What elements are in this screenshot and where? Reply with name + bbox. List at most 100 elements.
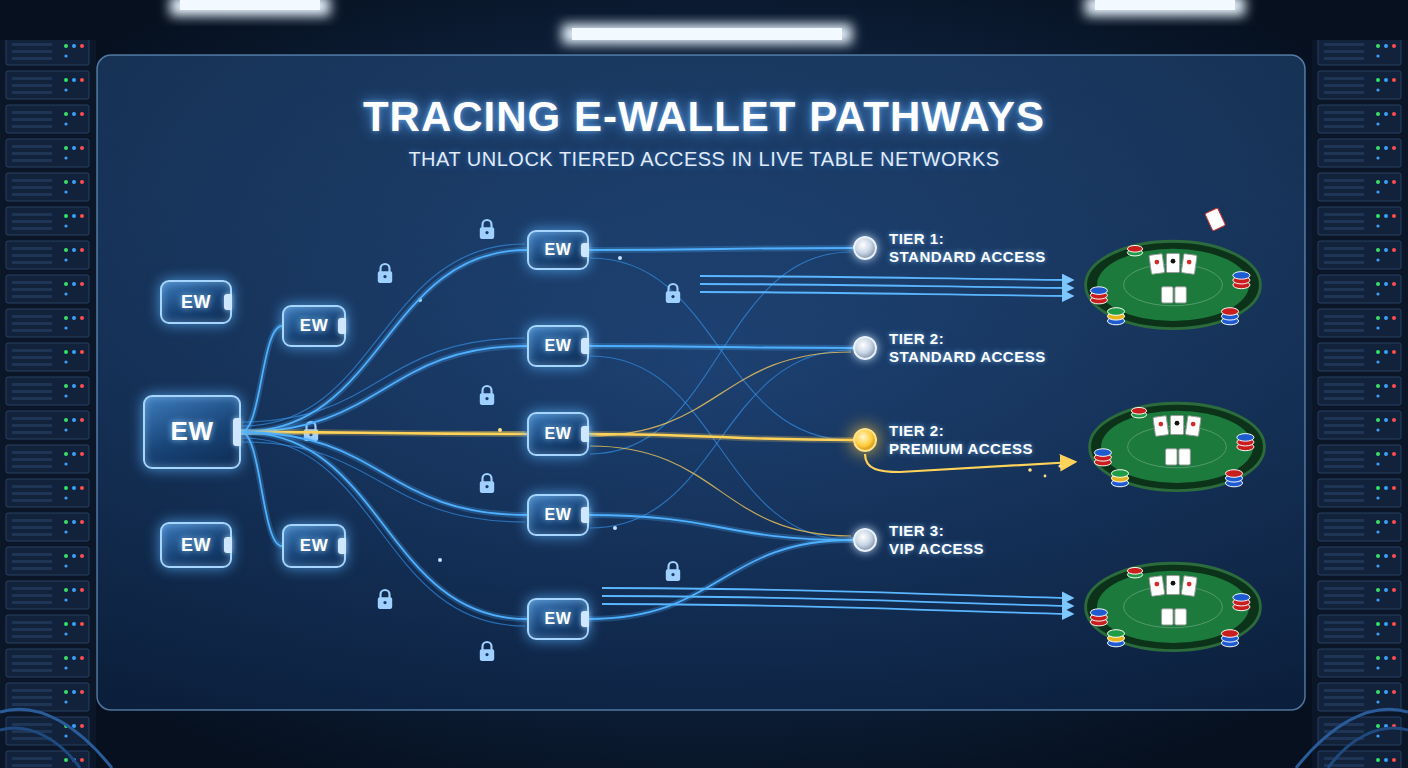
tier-node: TIER 2:STANDARD ACCESS xyxy=(853,336,877,360)
wallet-clasp xyxy=(224,294,232,310)
ceiling-light xyxy=(562,24,852,44)
ceiling-light xyxy=(1095,0,1235,10)
tier-access: VIP ACCESS xyxy=(889,540,984,558)
particle xyxy=(1028,468,1032,472)
table-arrow xyxy=(700,284,1072,288)
tier-heading: TIER 2: xyxy=(889,330,1046,348)
wallet-clasp xyxy=(581,243,589,257)
subtitle: THAT UNLOCK TIERED ACCESS IN LIVE TABLE … xyxy=(0,146,1408,172)
lock-icon xyxy=(378,590,392,609)
lock-icon xyxy=(480,474,494,493)
particle xyxy=(1058,464,1061,467)
rack-units xyxy=(0,40,96,768)
e-wallet-box: EW xyxy=(527,494,589,536)
connector-glow xyxy=(241,346,527,432)
wallet-clasp xyxy=(224,537,232,554)
connector-line xyxy=(589,434,853,440)
connector-line xyxy=(589,515,853,540)
cable xyxy=(0,728,80,768)
particle xyxy=(613,526,617,530)
connector-line xyxy=(241,250,527,432)
e-wallet-box: EW xyxy=(160,280,232,324)
connector-line xyxy=(241,432,527,515)
connector xyxy=(241,432,527,515)
wallet-text: EW xyxy=(545,610,572,628)
cable xyxy=(0,709,112,768)
floor-cables xyxy=(0,709,1408,768)
wallet-text: EW xyxy=(300,316,328,336)
lock-icon xyxy=(378,264,392,283)
connector xyxy=(241,432,527,619)
connector-glow xyxy=(589,540,853,619)
lock-icon xyxy=(666,284,680,303)
connector xyxy=(241,326,282,432)
tier-heading: TIER 1: xyxy=(889,230,1046,248)
e-wallet-box: EW xyxy=(282,524,346,568)
connector xyxy=(241,346,527,432)
lock-icon xyxy=(666,562,680,581)
tier-node: TIER 1:STANDARD ACCESS xyxy=(853,236,877,260)
connector-line xyxy=(241,346,527,432)
e-wallet-box: EW xyxy=(527,230,589,270)
wallet-text: EW xyxy=(545,425,572,443)
e-wallet-box: EW xyxy=(143,395,241,469)
wallet-text: EW xyxy=(545,337,572,355)
tier-node: TIER 3:VIP ACCESS xyxy=(853,528,877,552)
flow-line xyxy=(590,356,851,540)
wallet-clasp xyxy=(581,426,589,442)
e-wallet-box: EW xyxy=(527,598,589,640)
cable xyxy=(1296,709,1408,768)
tier-label: TIER 3:VIP ACCESS xyxy=(889,522,984,558)
flow-line xyxy=(590,252,851,454)
connector xyxy=(241,432,282,546)
wallet-text: EW xyxy=(181,535,211,556)
connector xyxy=(589,540,853,619)
tier-heading: TIER 2: xyxy=(889,422,1033,440)
wallet-clasp xyxy=(233,418,241,446)
poker-tables xyxy=(1086,208,1265,651)
ceiling-light xyxy=(170,0,330,16)
connector-line xyxy=(589,248,853,250)
connector-glow xyxy=(589,515,853,540)
connector-glow xyxy=(589,434,853,440)
tier-access: STANDARD ACCESS xyxy=(889,248,1046,266)
connector-glow xyxy=(241,432,527,515)
tier-label: TIER 1:STANDARD ACCESS xyxy=(889,230,1046,266)
particle xyxy=(618,256,622,260)
ceiling-light xyxy=(180,0,320,10)
poker-table xyxy=(1086,241,1261,328)
server-rack-right xyxy=(1312,40,1408,768)
ceiling-light xyxy=(1085,0,1245,16)
wallet-clasp xyxy=(338,538,346,554)
ceiling-lights xyxy=(170,0,1245,44)
tier-heading: TIER 3: xyxy=(889,522,984,540)
connector xyxy=(589,248,853,250)
connector-glow xyxy=(589,346,853,348)
e-wallet-box: EW xyxy=(527,412,589,456)
connector xyxy=(241,250,527,432)
rack-body xyxy=(0,40,96,768)
lock-icon xyxy=(480,220,494,239)
wallet-clasp xyxy=(581,507,589,522)
connector-line xyxy=(589,346,853,348)
rack-body xyxy=(1312,40,1408,768)
tier-label: TIER 2:PREMIUM ACCESS xyxy=(889,422,1033,458)
particle xyxy=(1044,475,1047,478)
connector-glow xyxy=(241,250,527,432)
table-arrows xyxy=(602,276,1074,614)
flow-lines xyxy=(242,244,851,626)
connector-glow xyxy=(241,326,282,432)
rack-units xyxy=(1312,40,1408,768)
locks xyxy=(304,220,680,661)
flow-line xyxy=(242,244,525,426)
wallet-text: EW xyxy=(545,506,572,524)
table-arrow xyxy=(700,276,1072,280)
poker-table xyxy=(1086,563,1261,650)
wallet-clasp xyxy=(581,611,589,626)
tier-label: TIER 2:STANDARD ACCESS xyxy=(889,330,1046,366)
wallet-clasp xyxy=(581,338,589,353)
wallet-text: EW xyxy=(300,536,328,556)
